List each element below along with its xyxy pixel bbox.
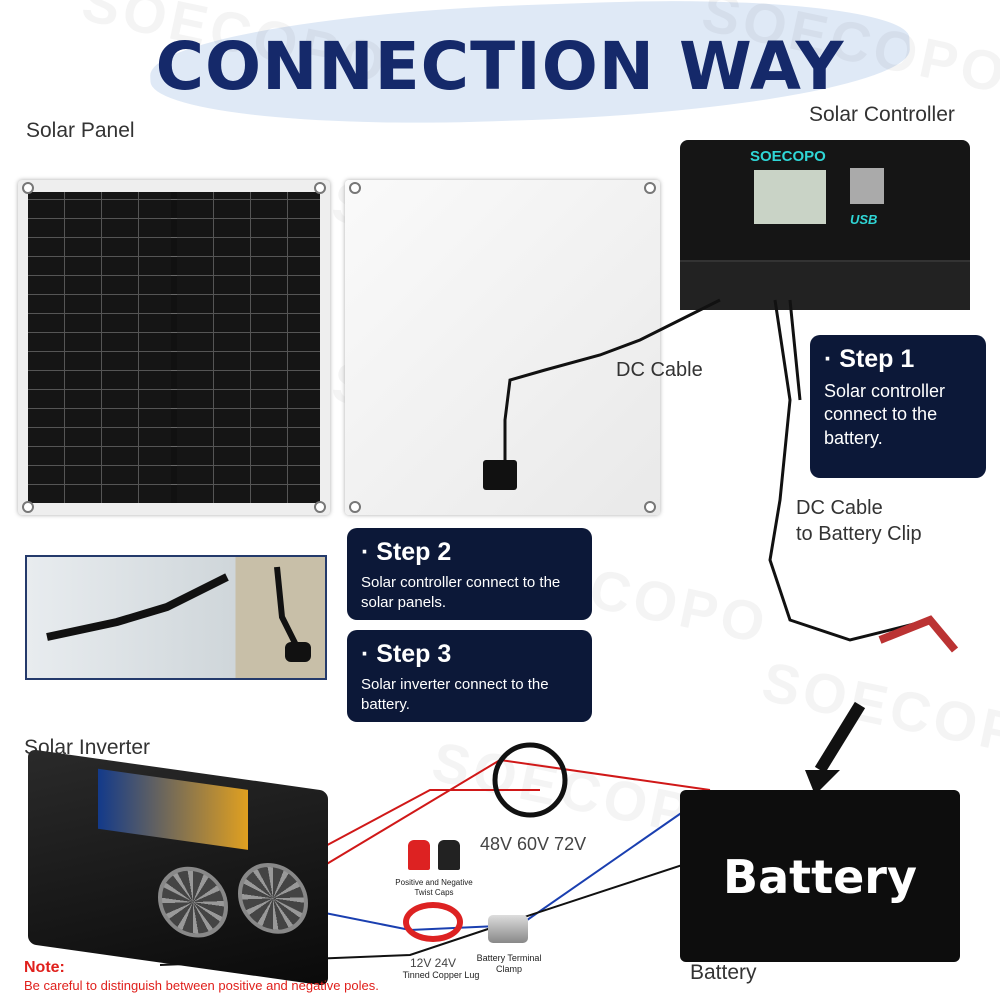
battery-text: Battery (723, 850, 917, 904)
step-3-title: · Step 3 (361, 640, 452, 668)
step-2-title: · Step 2 (361, 538, 452, 566)
dc-cable-battery-label-2: to Battery Clip (796, 523, 922, 545)
solar-panel-back (345, 180, 660, 515)
step-1-box: · Step 1 Solar controller connect to the… (810, 335, 986, 478)
terminal-clamp-icon (488, 915, 528, 943)
lug-voltage-label: 12V 24V (410, 956, 457, 970)
negative-cap-icon (438, 840, 460, 870)
solar-controller-label: Solar Controller (809, 103, 955, 126)
step-2-box: · Step 2 Solar controller connect to the… (347, 528, 592, 620)
lug-label: Tinned Copper Lug (402, 970, 480, 980)
step-2-text: Solar controller connect to the solar pa… (361, 574, 561, 611)
copper-lug-cable (403, 902, 463, 942)
dc-cable-battery-label: DC Cable (796, 497, 883, 519)
junction-box (483, 460, 517, 490)
lcd-screen (754, 170, 826, 224)
connector-photo (25, 555, 327, 680)
battery-label: Battery (690, 961, 757, 984)
step-3-box: · Step 3 Solar inverter connect to the b… (347, 630, 592, 722)
usb-label: USB (850, 212, 878, 227)
twist-caps-label: Positive and Negative Twist Caps (395, 878, 473, 897)
dc-cable-label: DC Cable (616, 359, 703, 381)
usb-ports (850, 168, 884, 204)
step-1-title: · Step 1 (824, 345, 915, 373)
voltage-label: 48V 60V 72V (480, 834, 587, 854)
step-3-text: Solar inverter connect to the battery. (361, 676, 549, 713)
battery: Battery (680, 790, 960, 962)
note-text: Be careful to distinguish between positi… (24, 978, 379, 993)
solar-panel-label: Solar Panel (26, 119, 135, 142)
positive-cap-icon (408, 840, 430, 870)
solar-controller: SOECOPO USB (680, 140, 970, 310)
terminal-block (680, 260, 970, 310)
step-1-text: Solar controller connect to the battery. (824, 381, 946, 448)
controller-brand: SOECOPO (750, 148, 826, 165)
clamp-label: Battery Terminal Clamp (476, 953, 542, 974)
note-title: Note: (24, 959, 65, 976)
page-title: CONNECTION WAY (155, 28, 845, 105)
solar-panel-front (18, 180, 330, 515)
